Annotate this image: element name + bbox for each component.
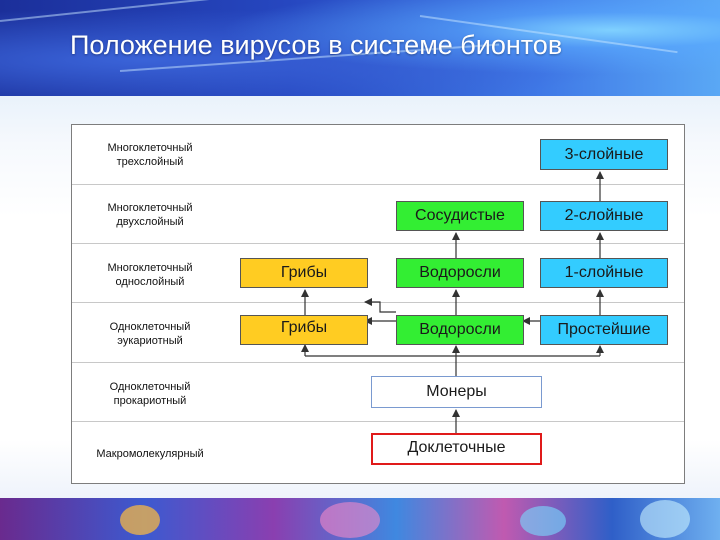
node-algae-unicellular: Водоросли	[396, 315, 524, 345]
level-label-line: Многоклеточный	[107, 142, 193, 154]
level-label-line: Многоклеточный	[107, 202, 193, 214]
level-label-line: Макромолекулярный	[96, 448, 204, 460]
header-background	[0, 0, 720, 100]
level-label-line: Многоклеточный	[107, 262, 193, 274]
node-precellular: Доклеточные	[371, 433, 542, 465]
level-label-line: однослойный	[115, 276, 185, 288]
level-label-line: трехслойный	[116, 156, 184, 168]
level-label-one-layer: Многоклеточный однослойный	[80, 261, 220, 289]
decor-bubble	[520, 506, 566, 536]
level-label-prokaryotic: Одноклеточный прокариотный	[80, 380, 220, 408]
node-fungi-unicellular: Грибы	[240, 315, 368, 345]
level-label-three-layer: Многоклеточный трехслойный	[80, 141, 220, 169]
row-divider	[72, 362, 684, 363]
level-label-line: двухслойный	[116, 216, 184, 228]
node-protists: Простейшие	[540, 315, 668, 345]
slide-title: Положение вирусов в системе бионтов	[70, 30, 563, 60]
node-one-layer: 1-слойные	[540, 258, 668, 288]
level-label-two-layer: Многоклеточный двухслойный	[80, 201, 220, 229]
level-label-macromolecular: Макромолекулярный	[80, 447, 220, 461]
level-label-line: прокариотный	[113, 395, 187, 407]
node-monera: Монеры	[371, 376, 542, 408]
row-divider	[72, 421, 684, 422]
decor-bubble	[640, 500, 690, 538]
level-label-line: эукариотный	[117, 335, 183, 347]
diagram-frame	[71, 124, 685, 484]
node-fungi-multicellular: Грибы	[240, 258, 368, 288]
row-divider	[72, 302, 684, 303]
node-algae-multicellular: Водоросли	[396, 258, 524, 288]
node-two-layer: 2-слойные	[540, 201, 668, 231]
decor-bubble	[120, 505, 160, 535]
decor-bubble	[320, 502, 380, 538]
node-vascular: Сосудистые	[396, 201, 524, 231]
node-three-layer: 3-слойные	[540, 139, 668, 170]
level-label-line: Одноклеточный	[109, 321, 191, 333]
row-divider	[72, 243, 684, 244]
level-label-line: Одноклеточный	[109, 381, 191, 393]
row-divider	[72, 184, 684, 185]
level-label-eukaryotic: Одноклеточный эукариотный	[80, 320, 220, 348]
